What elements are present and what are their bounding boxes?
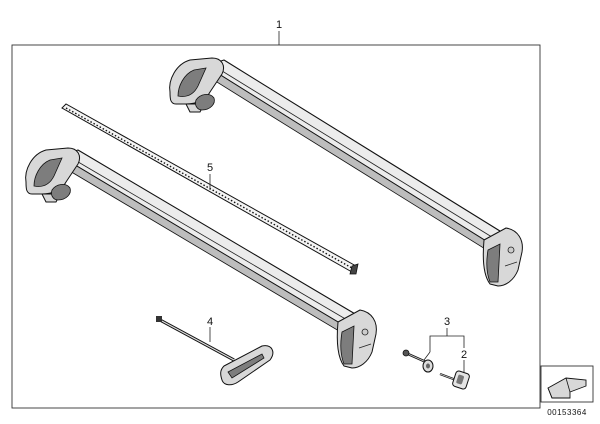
bolt: [402, 349, 434, 373]
callout-5: 5: [207, 162, 213, 174]
callout-1: 1: [276, 19, 282, 31]
callout-3: 3: [444, 316, 450, 328]
callout-2: 2: [461, 349, 467, 361]
diagram-id: 00153364: [547, 408, 587, 417]
catalog-symbol-box: [540, 365, 594, 403]
callout-4: 4: [207, 316, 213, 328]
roof-bar-rear: [169, 57, 523, 287]
rubber-strip: [61, 103, 359, 275]
roof-bar-front: [25, 147, 377, 369]
leader-bracket-3: [429, 335, 465, 352]
lock-key: [439, 370, 470, 390]
mounting-tool: [156, 316, 274, 386]
assembly-frame: [11, 44, 541, 409]
